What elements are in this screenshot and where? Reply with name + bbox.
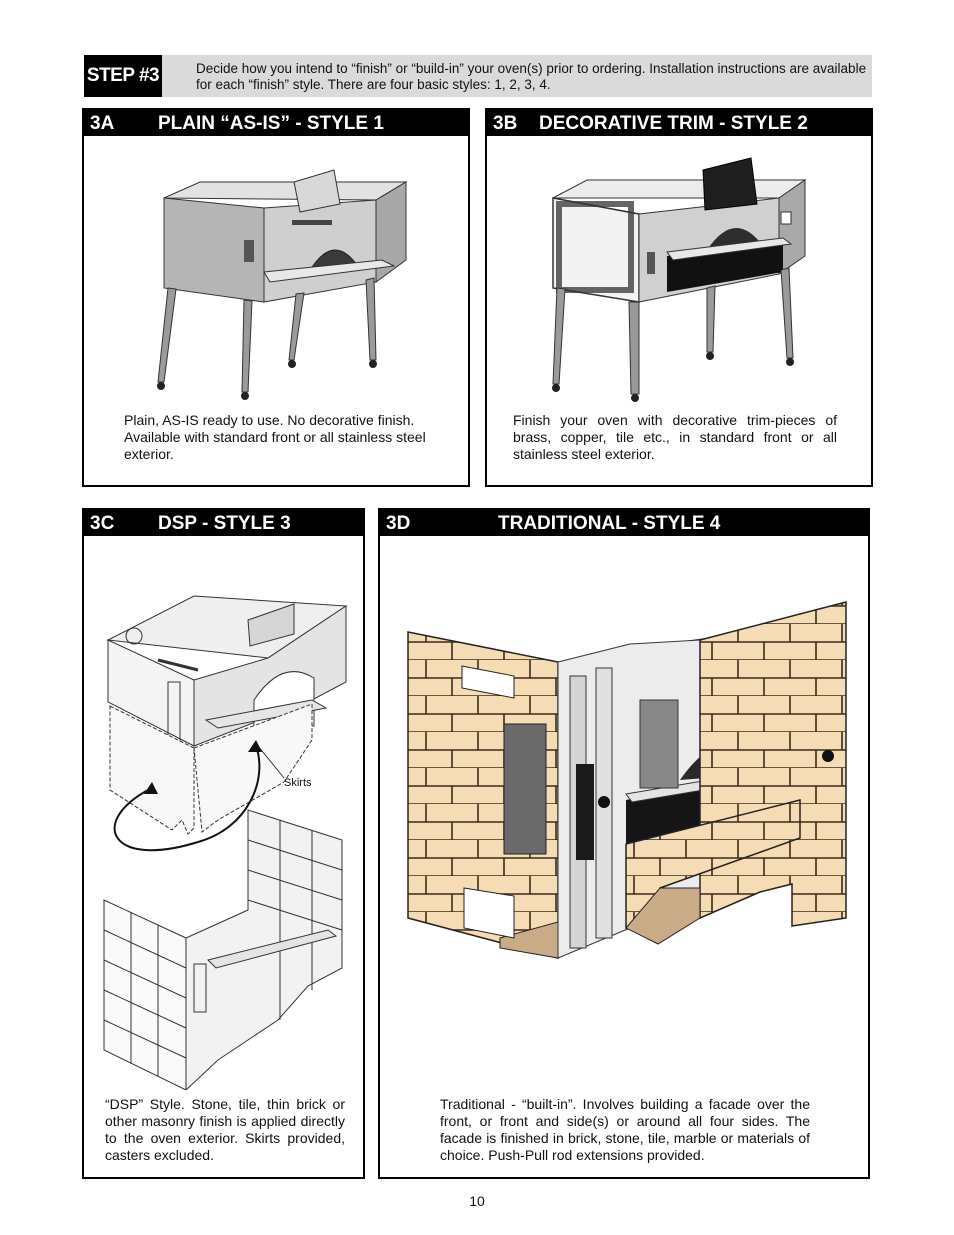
panel-3b-title: DECORATIVE TRIM - STYLE 2 <box>539 113 808 134</box>
panel-3d-caption: Traditional - “built-in”. Involves build… <box>440 1096 810 1163</box>
step-bar: STEP #3 Decide how you intend to “finish… <box>84 55 872 97</box>
panel-3a-title: PLAIN “AS-IS” - STYLE 1 <box>158 113 384 134</box>
panel-3a-code: 3A <box>90 113 115 134</box>
panel-3d-header: 3D TRADITIONAL - STYLE 4 <box>380 510 868 536</box>
panel-3c-title: DSP - STYLE 3 <box>158 513 291 534</box>
panel-3d-code: 3D <box>386 513 411 534</box>
skirts-label: Skirts <box>284 777 312 789</box>
panel-3c-code: 3C <box>90 513 115 534</box>
oven-dsp-illustration: Skirts <box>103 595 348 1090</box>
panel-3b: 3B DECORATIVE TRIM - STYLE 2 Finish your… <box>485 108 873 487</box>
panel-3a: 3A PLAIN “AS-IS” - STYLE 1 Plain, AS-IS … <box>82 108 470 487</box>
panel-3c-header: 3C DSP - STYLE 3 <box>84 510 363 536</box>
step-instructions: Decide how you intend to “finish” or “bu… <box>196 61 867 92</box>
oven-style-1-illustration <box>157 169 408 400</box>
panel-3d-title: TRADITIONAL - STYLE 4 <box>498 513 721 534</box>
panel-3c: 3C DSP - STYLE 3 Skirts <box>82 508 365 1179</box>
panel-3c-caption: “DSP” Style. Stone, tile, thin brick or … <box>105 1096 345 1163</box>
panel-3b-code: 3B <box>493 113 518 134</box>
oven-style-2-illustration <box>552 157 807 402</box>
panel-3a-caption: Plain, AS-IS ready to use. No decorative… <box>124 412 426 462</box>
panel-3a-header: 3A PLAIN “AS-IS” - STYLE 1 <box>84 110 468 136</box>
panel-3d: 3D TRADITIONAL - STYLE 4 <box>378 508 870 1179</box>
panel-3b-header: 3B DECORATIVE TRIM - STYLE 2 <box>487 110 871 136</box>
step-tag: STEP #3 <box>84 55 162 97</box>
page-number: 10 <box>469 1193 485 1209</box>
traditional-facade-illustration <box>407 601 847 959</box>
panel-3b-caption: Finish your oven with decorative trim-pi… <box>513 412 837 462</box>
